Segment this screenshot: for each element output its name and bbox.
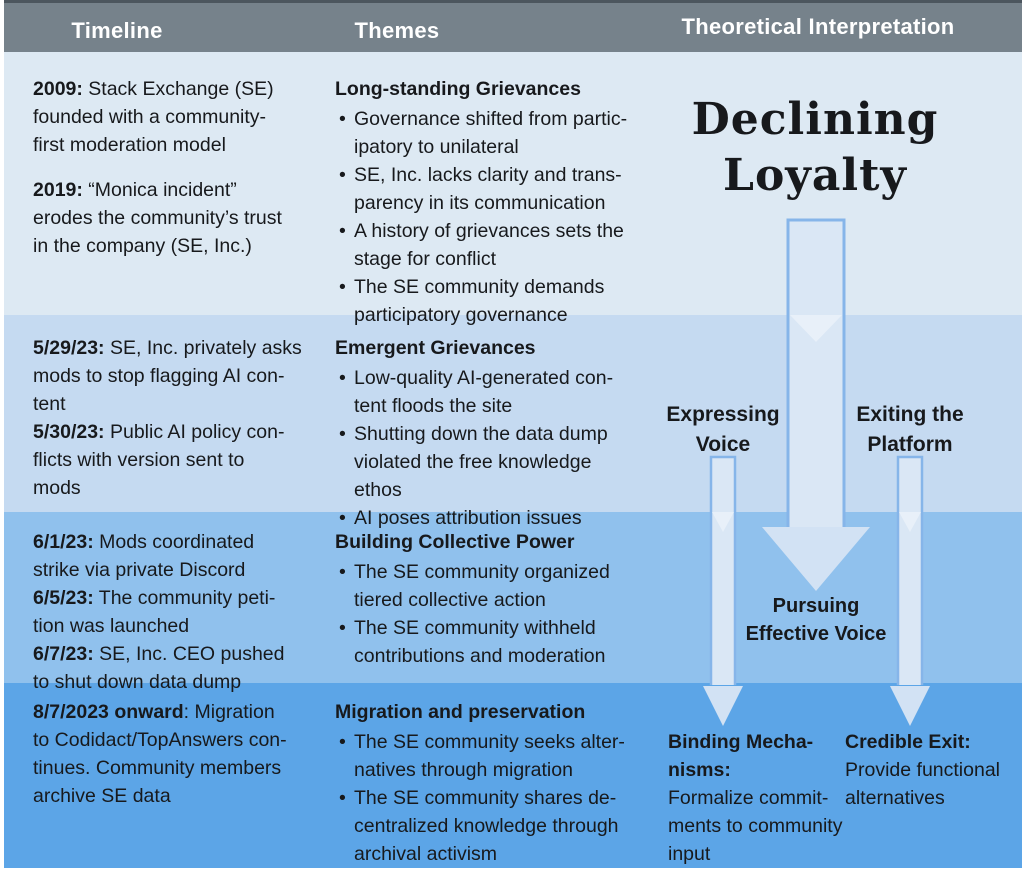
timeline-text: Stack Exchange (SE) founded with a commu… <box>33 78 274 156</box>
theme-bullet: •The SE community withheld contributions… <box>335 614 655 670</box>
timeline-entry: 6/7/23: SE, Inc. CEO pushed to shut down… <box>33 640 325 696</box>
theme-title: Long-standing Grievances <box>335 78 581 100</box>
timeline-text: “Monica incident” erodes the community’s… <box>33 179 282 257</box>
row-migration-preservation: 8/7/2023 onward: Migration to Codidact/T… <box>4 683 1022 868</box>
bullet-icon: • <box>339 507 346 529</box>
timeline-cell: 8/7/2023 onward: Migration to Codidact/T… <box>33 698 325 868</box>
pursuing-effective-voice-label: Pursuing Effective Voice <box>745 595 887 645</box>
framework-diagram: Timeline Themes Theoretical Interpretati… <box>4 0 1022 868</box>
timeline-entry: 6/5/23: The community peti- tion was lau… <box>33 584 325 640</box>
binding-mechanisms-title: Binding Mecha- nisms: <box>668 731 814 781</box>
timeline-text: SE, Inc. CEO pushed to shut down data du… <box>33 643 285 693</box>
bullet-icon: • <box>339 276 346 298</box>
credible-exit-title: Credible Exit: <box>845 731 971 753</box>
theme-title: Building Collective Power <box>335 531 575 553</box>
timeline-text: The community peti- tion was launched <box>33 587 276 637</box>
timeline-date: 6/1/23: <box>33 531 94 553</box>
timeline-entry: 6/1/23: Mods coordinated strike via priv… <box>33 528 325 584</box>
bullet-icon: • <box>339 787 346 809</box>
theme-bullet: •Shutting down the data dump violated th… <box>335 420 655 504</box>
theme-bullet: •SE, Inc. lacks clarity and trans- paren… <box>335 161 655 217</box>
timeline-date: 5/29/23: <box>33 337 105 359</box>
timeline-entry: 5/30/23: Public AI policy con- flicts wi… <box>33 418 325 502</box>
bullet-icon: • <box>339 220 346 242</box>
bullet-icon: • <box>339 423 346 445</box>
theme-bullet: •The SE community shares de- centralized… <box>335 784 655 868</box>
theme-bullet: •A history of grievances sets the stage … <box>335 217 655 273</box>
theme-title: Migration and preservation <box>335 701 586 723</box>
theme-title: Emergent Grievances <box>335 337 536 359</box>
timeline-entry: 8/7/2023 onward: Migration to Codidact/T… <box>33 698 325 810</box>
timeline-date: 6/5/23: <box>33 587 94 609</box>
exiting-platform-label: Exiting the Platform <box>856 403 964 456</box>
theme-bullet: •The SE community demands participatory … <box>335 273 655 329</box>
bullet-icon: • <box>339 617 346 639</box>
binding-mechanisms-text: Formalize commit- ments to community inp… <box>668 787 843 865</box>
timeline-text: Public AI policy con- flicts with versio… <box>33 421 285 499</box>
theme-bullet: •The SE community seeks alter- natives t… <box>335 728 655 784</box>
theme-bullet: •Governance shifted from partic- ipatory… <box>335 105 655 161</box>
themes-cell: Long-standing Grievances •Governance shi… <box>325 75 655 326</box>
row-emergent-grievances: 5/29/23: SE, Inc. privately asks mods to… <box>4 315 1022 529</box>
timeline-cell: 2009: Stack Exchange (SE) founded with a… <box>33 75 325 315</box>
themes-cell: Emergent Grievances •Low-quality AI-gene… <box>325 334 655 529</box>
timeline-date: 5/30/23: <box>33 421 105 443</box>
timeline-entry: 5/29/23: SE, Inc. privately asks mods to… <box>33 334 325 418</box>
themes-cell: Migration and preservation •The SE commu… <box>325 698 655 868</box>
bullet-icon: • <box>339 108 346 130</box>
theme-bullet: •AI poses attribution issues <box>335 504 655 532</box>
timeline-date: 2009: <box>33 78 83 100</box>
bullet-icon: • <box>339 731 346 753</box>
timeline-date: 2019: <box>33 179 83 201</box>
timeline-date: 6/7/23: <box>33 643 94 665</box>
bullet-icon: • <box>339 164 346 186</box>
theme-bullet: •The SE community organized tiered colle… <box>335 558 655 614</box>
timeline-entry: 2019: “Monica incident” erodes the commu… <box>33 176 325 260</box>
header-themes: Themes <box>354 18 440 43</box>
header-timeline: Timeline <box>71 18 163 43</box>
row-long-standing-grievances: 2009: Stack Exchange (SE) founded with a… <box>4 52 1022 326</box>
timeline-text: SE, Inc. privately asks mods to stop fla… <box>33 337 302 415</box>
timeline-text: : Migration to Codidact/TopAnswers con- … <box>33 701 287 807</box>
timeline-entry: 2009: Stack Exchange (SE) founded with a… <box>33 75 325 159</box>
theme-bullet: •Low-quality AI-generated con- tent floo… <box>335 364 655 420</box>
timeline-text: Mods coordinated strike via private Disc… <box>33 531 255 581</box>
timeline-cell: 6/1/23: Mods coordinated strike via priv… <box>33 528 325 693</box>
header-theoretical-interpretation: Theoretical Interpretation <box>681 14 955 39</box>
themes-cell: Building Collective Power •The SE commun… <box>325 528 655 683</box>
bullet-icon: • <box>339 367 346 389</box>
table-header: Timeline Themes Theoretical Interpretati… <box>4 0 1022 52</box>
declining-loyalty-label: Declining Loyalty <box>691 94 939 201</box>
timeline-cell: 5/29/23: SE, Inc. privately asks mods to… <box>33 334 325 512</box>
credible-exit-text: Provide functional alternatives <box>845 759 1001 809</box>
expressing-voice-label: Expressing Voice <box>666 403 780 456</box>
binding-mechanisms-note: Binding Mecha- nisms: Formalize commit- … <box>668 728 858 868</box>
bullet-icon: • <box>339 561 346 583</box>
credible-exit-note: Credible Exit: Provide functional altern… <box>845 728 1024 812</box>
timeline-date: 8/7/2023 onward <box>33 701 184 723</box>
